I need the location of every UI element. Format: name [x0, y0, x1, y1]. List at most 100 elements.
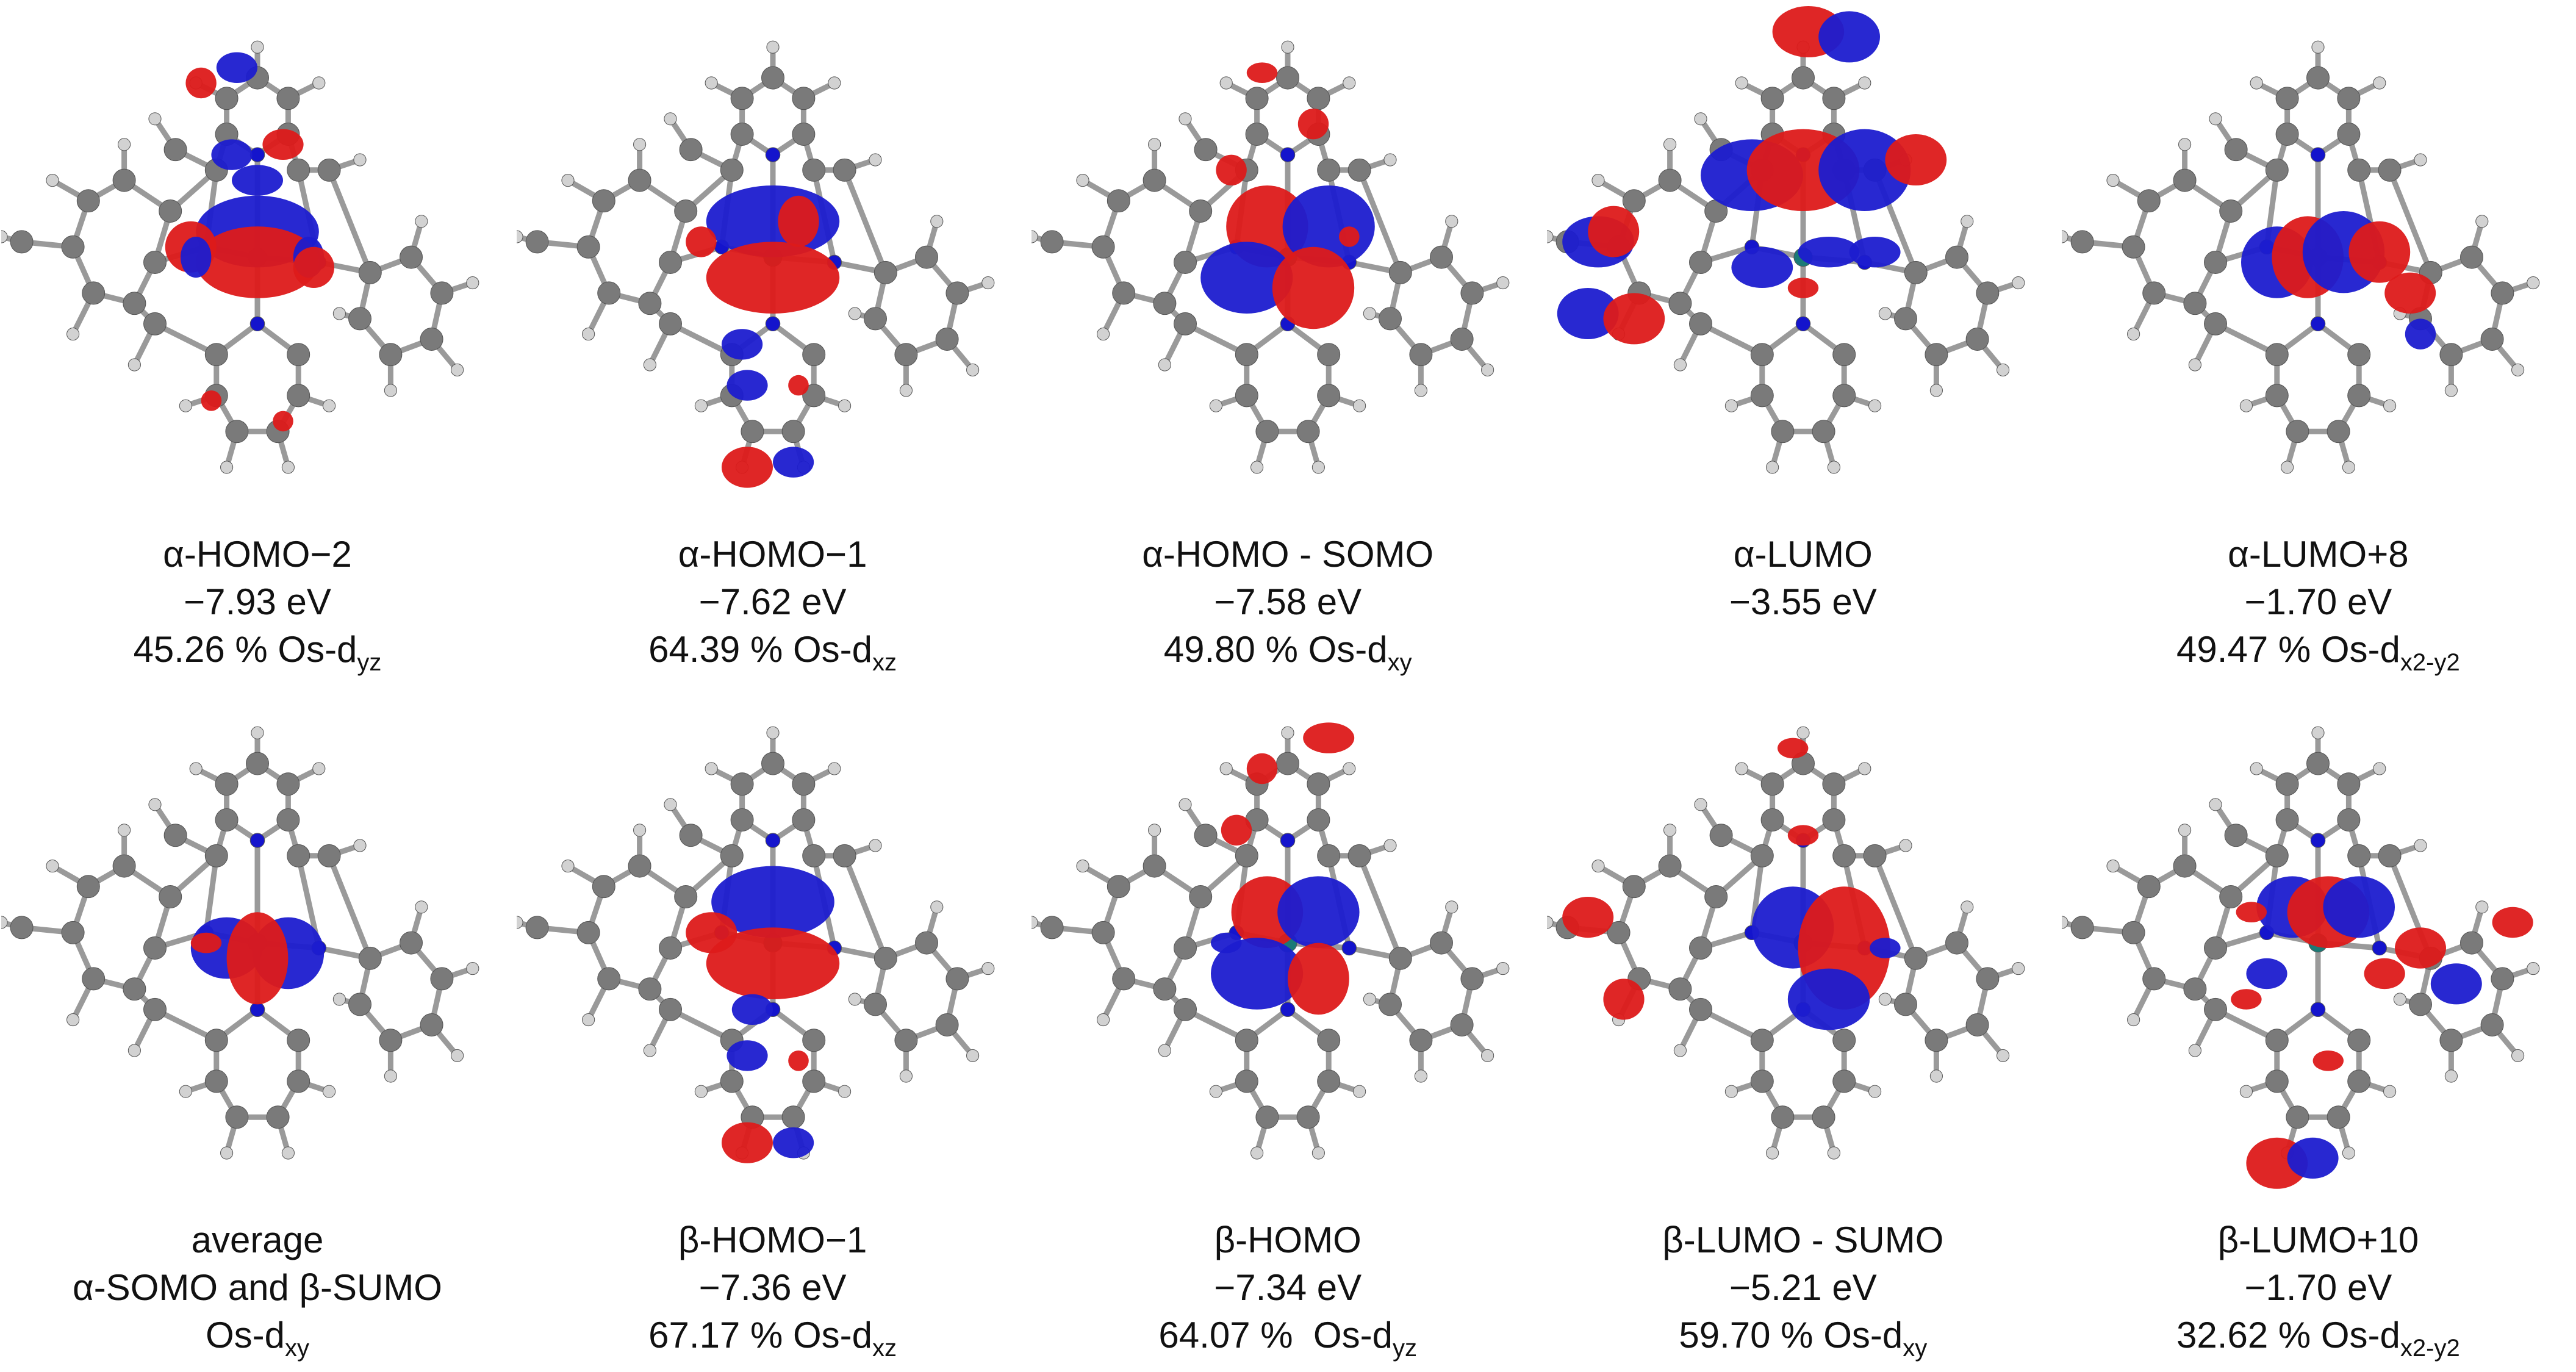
- orbital-lobe-positive: [196, 226, 319, 298]
- orbital-lobe-negative: [772, 1127, 814, 1158]
- atom-h: [220, 461, 234, 474]
- atom-c: [1091, 921, 1115, 944]
- atom-h: [930, 900, 943, 914]
- atom-h: [127, 1044, 141, 1057]
- orbital-lobe-positive: [1221, 814, 1252, 846]
- atom-h: [1353, 399, 1366, 412]
- atom-c: [730, 772, 754, 796]
- atom-c: [761, 752, 784, 775]
- orbital-lobe-positive: [1603, 979, 1645, 1020]
- atom-h: [2240, 399, 2253, 412]
- caption-line: −3.55 eV: [1546, 578, 2061, 626]
- atom-c: [802, 1029, 825, 1052]
- atom-c: [1750, 1069, 1774, 1093]
- atom-c: [720, 844, 744, 867]
- caption-line: 49.47 % Os-dx2-y2: [2061, 626, 2575, 686]
- atoms: [1031, 726, 1510, 1160]
- atom-c: [287, 343, 310, 367]
- atom-c: [673, 199, 697, 223]
- orbital-lobe-positive: [685, 912, 737, 954]
- atom-h: [1031, 916, 1038, 929]
- orbital-lobe-positive: [2348, 221, 2411, 283]
- atom-c: [1709, 824, 1733, 847]
- atom-c: [730, 87, 754, 110]
- atom-h: [2311, 726, 2325, 739]
- atom-c: [2276, 123, 2299, 146]
- atom-c: [1668, 977, 1692, 1001]
- caption-text: α-SOMO and β-SUMO: [73, 1267, 442, 1308]
- atom-h: [66, 328, 80, 341]
- atom-h: [281, 1146, 295, 1160]
- orbital-label: average: [0, 1216, 515, 1264]
- atom-h: [2414, 153, 2427, 167]
- atom-c: [1107, 189, 1130, 213]
- atom-h: [1796, 726, 1810, 739]
- atom-h: [1878, 993, 1892, 1006]
- atom-c: [1704, 885, 1727, 908]
- orbital-subscript: yz: [1392, 1335, 1417, 1362]
- atom-h: [643, 1044, 656, 1057]
- atom-c: [143, 936, 167, 960]
- atom-c: [1143, 854, 1166, 878]
- orbital-label: α-LUMO+8: [2061, 531, 2575, 578]
- atom-h: [827, 76, 841, 90]
- atom-c: [1174, 936, 1197, 960]
- atom-c: [1945, 931, 1968, 955]
- molecule-orbital-render: [1031, 722, 1510, 1160]
- atom-c: [2337, 808, 2361, 831]
- orbital-lobe-negative: [1557, 288, 1619, 339]
- atom-c: [317, 158, 341, 182]
- atom-c: [430, 281, 454, 305]
- atom-c: [1317, 844, 1341, 867]
- atom-c: [143, 251, 167, 274]
- orbital-lobe-negative: [731, 994, 773, 1025]
- atom-c: [287, 844, 310, 867]
- atom-h: [766, 726, 780, 739]
- orbital-lobes: [2241, 211, 2436, 350]
- atom-c: [2378, 844, 2402, 867]
- atom-c: [658, 936, 682, 960]
- atoms: [1, 40, 479, 474]
- atom-c: [1235, 844, 1258, 867]
- caption-text: 59.70 % Os-d: [1679, 1315, 1903, 1356]
- atom-h: [664, 798, 677, 811]
- atom-h: [2527, 276, 2540, 290]
- caption-line: −1.70 eV: [2061, 578, 2575, 626]
- atom-h: [1148, 138, 1161, 151]
- atom-c: [159, 885, 182, 908]
- atom-c: [2204, 997, 2228, 1021]
- atom-c: [2225, 138, 2248, 162]
- atom-n: [1341, 940, 1357, 956]
- orbital-lobe-positive: [2312, 1051, 2344, 1071]
- atom-h: [2511, 1049, 2525, 1062]
- atom-c: [1389, 260, 1412, 284]
- atom-h: [516, 230, 523, 243]
- atom-h: [451, 363, 464, 376]
- atom-c: [1317, 384, 1341, 408]
- orbital-label: α-HOMO−1: [515, 531, 1030, 578]
- orbital-lobe-positive: [293, 246, 334, 288]
- atom-h: [46, 860, 59, 873]
- atom-c: [2122, 921, 2145, 944]
- caption-line: −5.21 eV: [1546, 1264, 2061, 1312]
- atom-c: [215, 772, 239, 796]
- atom-h: [2127, 328, 2140, 341]
- atom-h: [2062, 230, 2068, 243]
- atom-n: [2372, 940, 2388, 956]
- atom-h: [2189, 1044, 2202, 1057]
- atom-c: [592, 875, 615, 899]
- atom-h: [312, 76, 326, 90]
- atom-h: [323, 399, 336, 412]
- atom-c: [638, 292, 661, 315]
- atom-h: [1097, 1013, 1110, 1027]
- atom-c: [2306, 66, 2330, 90]
- atom-c: [400, 931, 423, 955]
- atom-c: [2173, 168, 2197, 192]
- atom-h: [281, 461, 295, 474]
- atom-h: [1694, 798, 1707, 811]
